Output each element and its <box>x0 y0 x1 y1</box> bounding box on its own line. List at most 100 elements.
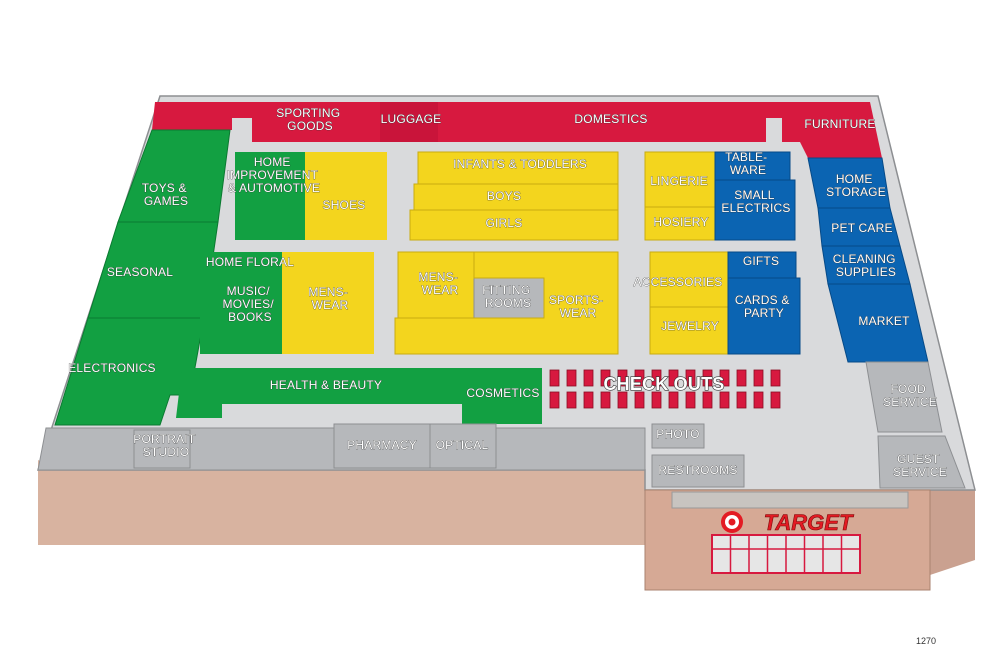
checkout-register <box>549 391 560 409</box>
label-shoes: SHOES <box>322 198 365 212</box>
label-furniture: FURNITURE <box>804 117 875 131</box>
dept-hosiery[interactable] <box>644 206 716 241</box>
checkout-register <box>668 391 679 409</box>
dept-boys[interactable] <box>413 183 619 211</box>
dept-shoes[interactable] <box>305 152 387 240</box>
label-fitting-rooms: FITTING ROOMS <box>482 283 534 310</box>
dept-lingerie[interactable] <box>644 151 716 208</box>
checkout-register <box>770 391 781 409</box>
building-wall-left <box>38 460 645 545</box>
dept-food-service[interactable] <box>865 361 943 433</box>
dept-gifts[interactable] <box>727 251 797 279</box>
label-tableware: TABLE- WARE <box>725 150 771 177</box>
label-sportswear: SPORTS- WEAR <box>549 293 607 320</box>
checkout-register <box>702 391 713 409</box>
checkout-register <box>617 369 628 387</box>
dept-fitting-rooms[interactable] <box>473 277 545 319</box>
checkout-register <box>702 369 713 387</box>
dept-luggage[interactable] <box>380 102 438 142</box>
dept-pharmacy[interactable] <box>333 423 431 469</box>
checkout-register <box>634 391 645 409</box>
label-seasonal: SEASONAL <box>107 265 173 279</box>
dept-toys-games[interactable] <box>117 129 231 223</box>
target-bullseye-icon-center <box>728 518 736 526</box>
label-domestics: DOMESTICS <box>574 112 647 126</box>
checkout-register <box>736 369 747 387</box>
checkout-register <box>770 369 781 387</box>
dept-guest-service[interactable] <box>877 435 966 489</box>
label-cards-party: CARDS & PARTY <box>735 293 793 320</box>
label-accessories: ACCESSORIES <box>634 275 723 289</box>
dept-sporting-goods[interactable] <box>252 102 380 142</box>
dept-portrait-studio[interactable] <box>133 429 191 469</box>
dept-health-beauty[interactable] <box>176 368 468 418</box>
label-food-service: FOOD SERVICE <box>883 382 937 409</box>
checkout-register <box>651 369 662 387</box>
label-menswear-center: MENS- WEAR <box>418 270 461 297</box>
checkout-register <box>583 369 594 387</box>
dept-small-electrics[interactable] <box>714 179 796 241</box>
label-sporting-goods: SPORTING GOODS <box>276 106 344 133</box>
checkout-register <box>685 369 696 387</box>
dept-cosmetics[interactable] <box>462 368 542 424</box>
label-hosiery: HOSIERY <box>653 215 708 229</box>
label-menswear-left: MENS- WEAR <box>308 285 351 312</box>
checkout-register <box>736 391 747 409</box>
back-wall-departments <box>152 102 882 158</box>
checkout-register <box>719 391 730 409</box>
store-entrance: TARGET <box>644 489 931 591</box>
dept-domestics[interactable] <box>438 102 766 142</box>
checkout-register <box>600 369 611 387</box>
checkout-register <box>753 391 764 409</box>
checkout-register <box>600 391 611 409</box>
dept-photo[interactable] <box>651 423 705 449</box>
checkout-register <box>719 369 730 387</box>
checkout-register <box>617 391 628 409</box>
label-health-beauty: HEALTH & BEAUTY <box>270 378 382 392</box>
dept-jewelry[interactable] <box>649 306 729 355</box>
label-boys: BOYS <box>487 189 521 203</box>
label-pharmacy: PHARMACY <box>347 438 417 452</box>
checkout-register <box>583 391 594 409</box>
department-labels: SPORTING GOODS LUGGAGE DOMESTICS FURNITU… <box>68 106 947 480</box>
label-market: MARKET <box>858 314 910 328</box>
dept-sportswear[interactable] <box>394 251 619 355</box>
label-optical: OPTICAL <box>436 438 489 452</box>
checkout-register <box>566 369 577 387</box>
label-photo: PHOTO <box>656 427 699 441</box>
label-restrooms: RESTROOMS <box>658 463 737 477</box>
dept-home-improvement[interactable] <box>235 152 317 240</box>
label-music-movies-books: MUSIC/ MOVIES/ BOOKS <box>223 284 278 324</box>
checkout-register <box>651 391 662 409</box>
dept-furniture[interactable] <box>766 102 882 158</box>
label-home-storage: HOME STORAGE <box>826 172 886 199</box>
dept-tableware[interactable] <box>714 151 791 181</box>
label-home-improvement: HOME IMPROVEMENT & AUTOMOTIVE <box>227 155 322 195</box>
dept-cards-party[interactable] <box>727 277 801 355</box>
dept-menswear-left[interactable] <box>282 252 374 354</box>
dept-accessories[interactable] <box>649 251 729 308</box>
label-gifts: GIFTS <box>743 254 779 268</box>
label-pet-care: PET CARE <box>831 221 892 235</box>
checkout-lanes <box>549 369 781 409</box>
checkout-register <box>685 391 696 409</box>
dept-music-movies-books[interactable] <box>200 276 282 354</box>
label-cosmetics: COSMETICS <box>466 386 539 400</box>
door-grid <box>712 535 860 573</box>
label-lingerie: LINGERIE <box>650 174 708 188</box>
label-luggage: LUGGAGE <box>381 112 442 126</box>
label-small-electrics: SMALL ELECTRICS <box>721 188 790 215</box>
dept-infants-toddlers[interactable] <box>417 151 619 185</box>
label-infants-toddlers: INFANTS & TODDLERS <box>453 157 587 171</box>
label-portrait-studio: PORTRAIT STUDIO <box>133 432 198 459</box>
dept-menswear-center[interactable] <box>397 251 475 319</box>
dept-back-left <box>152 102 252 130</box>
dept-girls[interactable] <box>409 209 619 241</box>
dept-optical[interactable] <box>429 423 497 469</box>
label-check-outs: CHECK OUTS <box>603 374 724 394</box>
dept-home-floral[interactable] <box>204 252 296 276</box>
dept-restrooms[interactable] <box>651 454 745 488</box>
checkout-register <box>634 369 645 387</box>
checkout-register <box>566 391 577 409</box>
label-toys-games: TOYS & GAMES <box>142 181 191 208</box>
